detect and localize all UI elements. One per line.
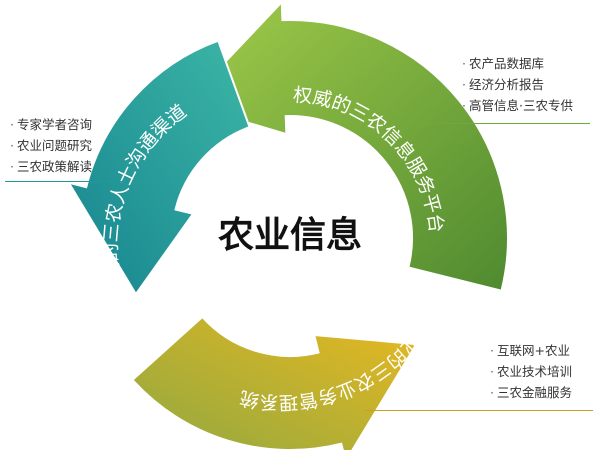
divider-teal — [5, 181, 130, 182]
list-item: ·专家学者咨询 — [10, 117, 92, 132]
divider-gold — [365, 410, 593, 411]
list-item: ·三农政策解读 — [10, 159, 92, 174]
center-title: 农业信息 — [218, 215, 362, 256]
list-item: ·农业技术培训 — [490, 364, 572, 379]
list-teal: ·专家学者咨询 ·农业问题研究 ·三农政策解读 — [10, 114, 92, 177]
list-item: ·互联网+农业 — [490, 343, 570, 358]
list-item: ·三农金融服务 — [490, 385, 572, 400]
list-green: ·农产品数据库 ·经济分析报告 ·高管信息·三农专供 — [462, 53, 573, 116]
list-item: ·高管信息·三农专供 — [462, 98, 573, 113]
arrow-arc-green — [183, 0, 509, 292]
list-gold: ·互联网+农业 ·农业技术培训 ·三农金融服务 — [490, 340, 572, 403]
divider-green — [415, 123, 590, 124]
arrow-arc-gold — [131, 315, 419, 450]
list-item: ·农业问题研究 — [10, 138, 92, 153]
list-item: ·农产品数据库 — [462, 56, 544, 71]
list-item: ·经济分析报告 — [462, 77, 544, 92]
arrow-arc-teal — [66, 39, 251, 296]
